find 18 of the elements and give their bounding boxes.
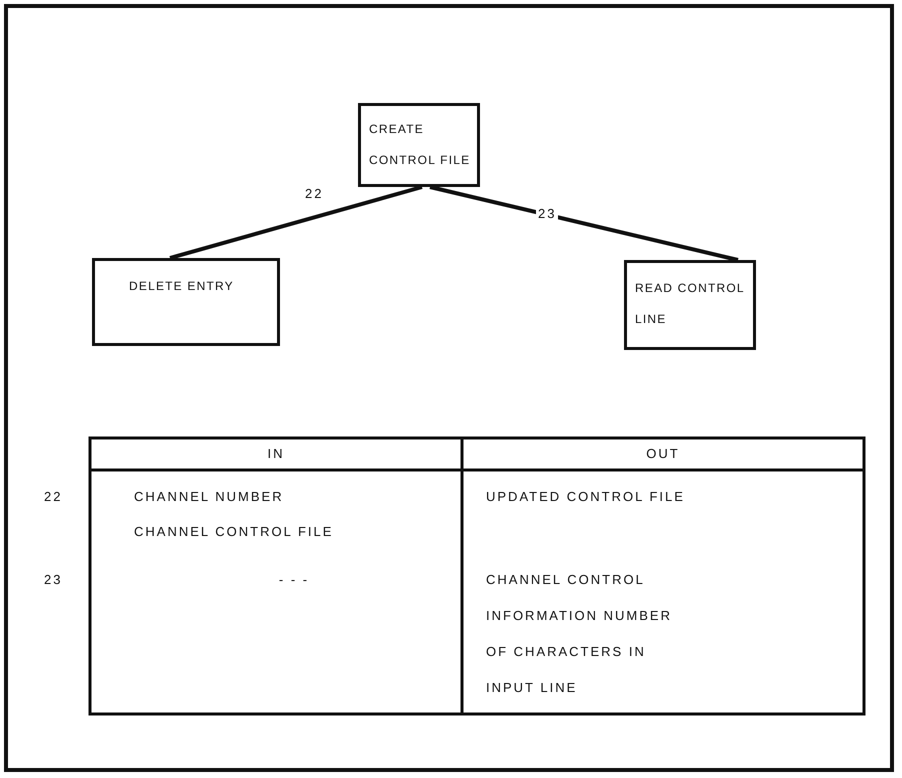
box-label: READ CONTROL LINE [635,280,746,328]
process-box [358,103,480,187]
table-cell-text: CHANNEL NUMBER [134,488,285,506]
row-number: 23 [44,571,64,589]
column-header: IN [266,445,286,463]
edge-label: 23 [536,206,558,222]
process-box [92,258,280,346]
connector-line [430,185,738,262]
process-box [624,260,756,350]
table-cell-text: - - - [278,571,310,589]
box-label: CREATE CONTROL FILE [369,121,472,169]
row-number: 22 [44,488,64,506]
column-header: OUT [645,445,681,463]
connector-line [169,185,423,260]
table-cell-text: CHANNEL CONTROL FILE [134,523,334,541]
table-cell-text: CHANNEL CONTROL INFORMATION NUMBER OF CHARACTERS IN INPUT LINE [486,571,673,697]
table-cell-text: UPDATED CONTROL FILE [486,488,686,506]
box-label: DELETE ENTRY [129,278,235,295]
